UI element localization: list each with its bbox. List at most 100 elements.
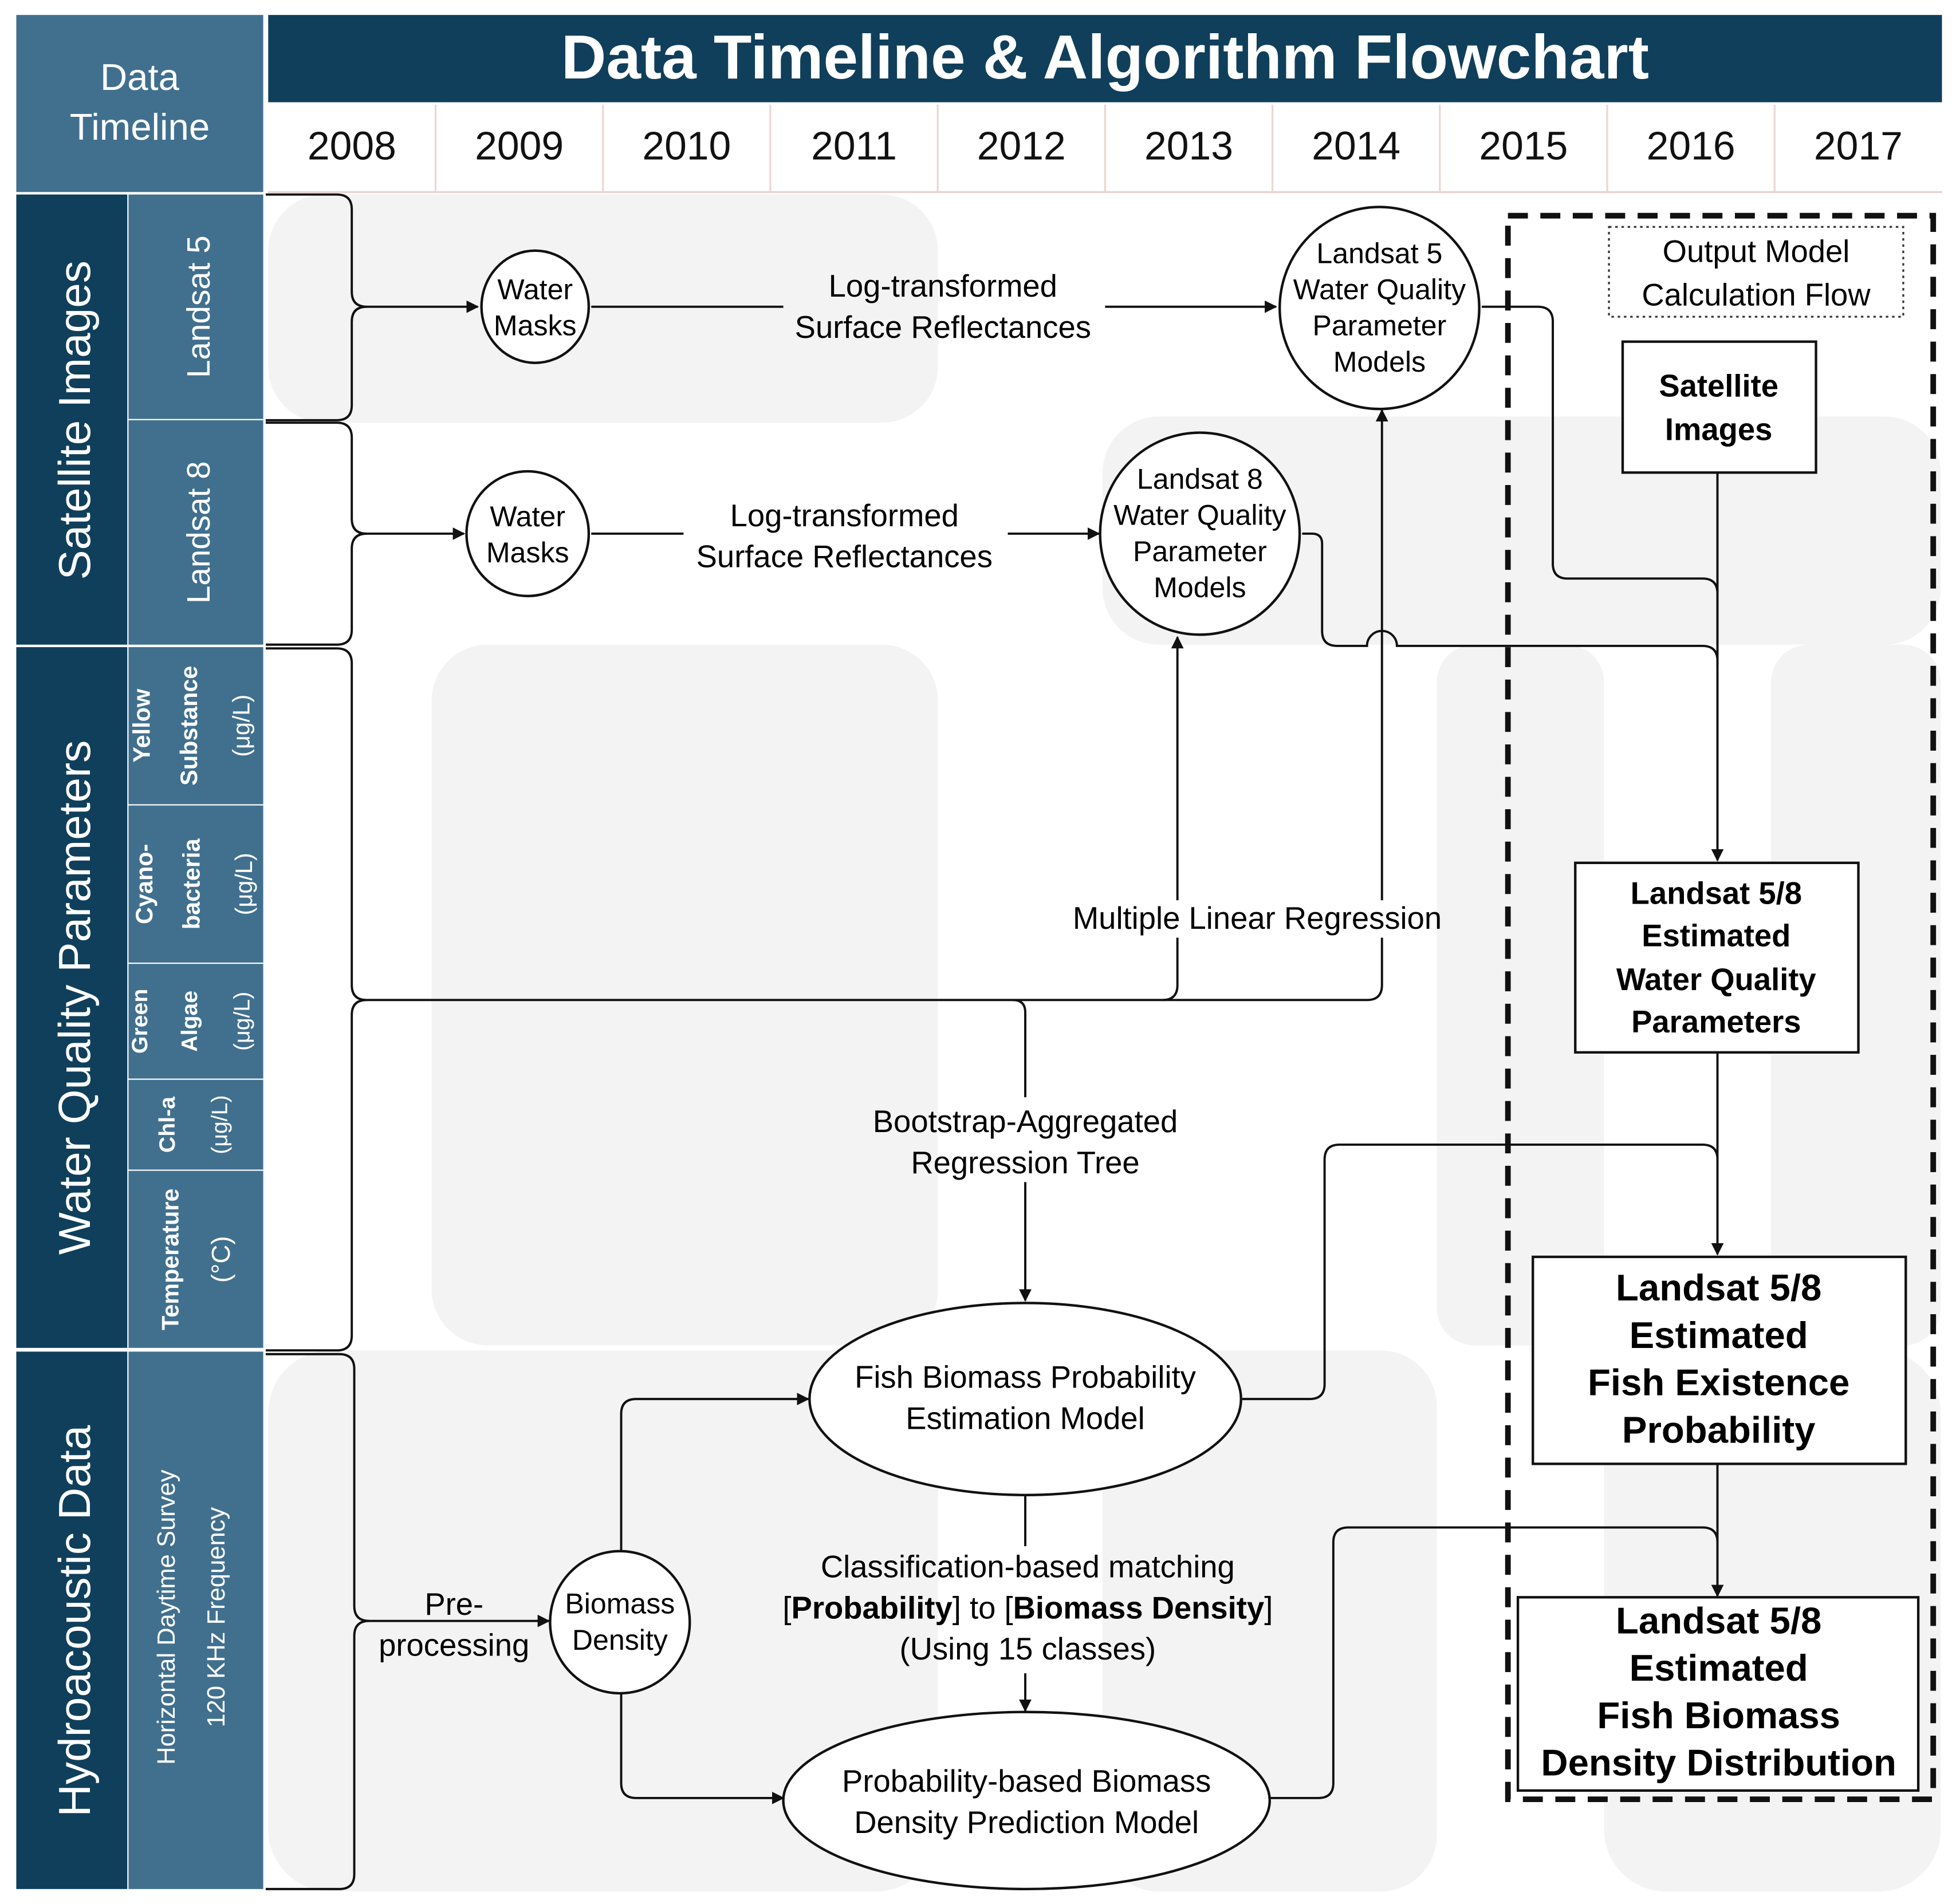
svg-text:Fish Biomass Probability: Fish Biomass Probability [855, 1360, 1197, 1395]
svg-text:Water Quality: Water Quality [1616, 962, 1816, 997]
green-algae-label-l1: Green [128, 989, 152, 1054]
svg-text:Landsat 5/8: Landsat 5/8 [1616, 1267, 1821, 1308]
landsat8-label: Landsat 8 [180, 461, 217, 604]
yellow-substance-label-l2: Substance [176, 666, 202, 786]
svg-text:Parameters: Parameters [1631, 1004, 1801, 1039]
svg-text:Estimated: Estimated [1630, 1647, 1808, 1689]
green-algae-unit: (μg/L) [230, 992, 255, 1051]
svg-text:Models: Models [1154, 571, 1246, 604]
landsat5-header [128, 194, 263, 419]
cyanobacteria-unit: (μg/L) [231, 853, 257, 915]
log-reflectance-l8-line2: Surface Reflectances [696, 539, 993, 574]
satellite-images-header [16, 194, 128, 645]
fish-probability-model-node: Fish Biomass Probability Estimation Mode… [808, 1302, 1242, 1496]
yellow-substance-label-l1: Yellow [128, 688, 155, 763]
svg-text:Water: Water [490, 500, 565, 533]
data-timeline-label-line1: Data [100, 56, 180, 98]
landsat5-wq-model-node: Landsat 5 Water Quality Parameter Models [1278, 206, 1481, 411]
yellow-substance-unit: (μg/L) [229, 695, 255, 757]
temperature-unit: (°C) [206, 1236, 235, 1283]
log-reflectance-l5-line1: Log-transformed [829, 269, 1057, 303]
flow-lines [367, 300, 1724, 1804]
green-algae-header [128, 964, 263, 1079]
svg-text:Landsat 5: Landsat 5 [1316, 237, 1442, 269]
output-satellite-images-box: Satellite Images [1621, 340, 1817, 474]
svg-text:Fish Biomass: Fish Biomass [1597, 1694, 1840, 1736]
svg-text:Estimated: Estimated [1630, 1314, 1808, 1356]
data-timeline-label-line2: Timeline [70, 106, 210, 148]
svg-text:Images: Images [1665, 412, 1773, 447]
year-label: 2014 [1312, 124, 1400, 168]
biomass-prediction-model-node: Probability-based Biomass Density Predic… [782, 1710, 1271, 1891]
svg-text:Density Prediction Model: Density Prediction Model [854, 1805, 1199, 1840]
bagging-label-line2: Regression Tree [911, 1145, 1139, 1180]
svg-text:Probability-based Biomass: Probability-based Biomass [842, 1764, 1211, 1799]
cyanobacteria-label-l1: Cyano- [131, 844, 158, 924]
landsat8-header [128, 420, 263, 645]
chla-label: Chl-a [155, 1096, 180, 1153]
classification-label-line1: Classification-based matching [821, 1550, 1235, 1584]
log-reflectance-l8-line1: Log-transformed [730, 498, 959, 533]
water-quality-header [16, 647, 128, 1348]
year-label: 2017 [1814, 124, 1903, 168]
svg-text:Landsat 8: Landsat 8 [1137, 463, 1263, 495]
svg-text:Density Distribution: Density Distribution [1541, 1742, 1896, 1784]
output-estimated-wq-box: Landsat 5/8 Estimated Water Quality Para… [1574, 861, 1860, 1054]
svg-text:Fish Existence: Fish Existence [1588, 1362, 1849, 1404]
output-flow-label-line2: Calculation Flow [1642, 277, 1871, 312]
cyanobacteria-label-l2: bacteria [179, 838, 205, 930]
year-label: 2011 [811, 124, 897, 168]
svg-text:Water Quality: Water Quality [1113, 499, 1286, 531]
svg-text:Probability: Probability [1622, 1409, 1816, 1450]
year-label: 2010 [642, 124, 731, 168]
green-algae-label-l2: Algae [178, 991, 202, 1052]
svg-text:Models: Models [1333, 346, 1426, 378]
water-masks-l5-node: Water Masks [480, 249, 591, 364]
year-label: 2016 [1647, 124, 1735, 168]
svg-text:Density: Density [572, 1624, 668, 1656]
satellite-images-label: Satellite Images [49, 261, 100, 580]
svg-text:Water Quality: Water Quality [1293, 274, 1466, 306]
chla-header [128, 1079, 263, 1170]
output-flow-dashed-box [1505, 212, 1937, 1802]
hydroacoustic-header [16, 1351, 128, 1889]
water-masks-l8-node: Water Masks [465, 470, 591, 598]
row-connectors [265, 193, 550, 1890]
svg-text:Landsat 5/8: Landsat 5/8 [1616, 1599, 1821, 1641]
hydroacoustic-label: Hydroacoustic Data [49, 1425, 100, 1816]
temperature-label: Temperature [158, 1189, 184, 1330]
svg-text:Masks: Masks [486, 537, 569, 569]
page-title: Data Timeline & Algorithm Flowchart [561, 22, 1649, 92]
year-label: 2009 [475, 124, 564, 168]
year-label: 2012 [977, 124, 1066, 168]
hydroacoustic-sublabel-l2: 120 KHz Frequency [203, 1507, 230, 1728]
biomass-density-node: Biomass Density [549, 1550, 691, 1695]
year-header-row: 2008 2009 2010 2011 2012 2013 2014 2015 2016 2017 [268, 104, 1942, 193]
cyanobacteria-header [128, 805, 263, 963]
mlr-label: Multiple Linear Regression [1073, 901, 1442, 936]
svg-text:Parameter: Parameter [1133, 535, 1267, 567]
svg-text:Parameter: Parameter [1313, 310, 1447, 342]
classification-label-line2: [Probability] to [Biomass Density] [782, 1590, 1273, 1625]
svg-text:Masks: Masks [494, 310, 577, 342]
preprocessing-label-line2: processing [379, 1628, 529, 1663]
svg-text:Water: Water [497, 274, 573, 306]
water-quality-label: Water Quality Parameters [49, 740, 100, 1255]
corner-header-cell [16, 15, 263, 192]
yellow-substance-header [128, 647, 263, 805]
temperature-header [128, 1170, 263, 1348]
bagging-label-line1: Bootstrap-Aggregated [873, 1104, 1178, 1139]
log-reflectance-l5-line2: Surface Reflectances [795, 310, 1091, 345]
landsat5-label: Landsat 5 [180, 235, 217, 378]
title-bar [268, 15, 1942, 103]
year-label: 2013 [1144, 124, 1233, 168]
svg-text:Estimated: Estimated [1642, 919, 1790, 953]
svg-text:Estimation Model: Estimation Model [906, 1401, 1144, 1436]
classification-label-line3: (Using 15 classes) [900, 1631, 1156, 1666]
year-label: 2008 [308, 124, 396, 168]
chla-unit: (μg/L) [207, 1095, 232, 1154]
output-fish-existence-box: Landsat 5/8 Estimated Fish Existence Pro… [1532, 1255, 1907, 1465]
year-label: 2015 [1479, 124, 1568, 168]
hydroacoustic-sublabel-l1: Horizontal Daytime Survey [153, 1469, 180, 1765]
